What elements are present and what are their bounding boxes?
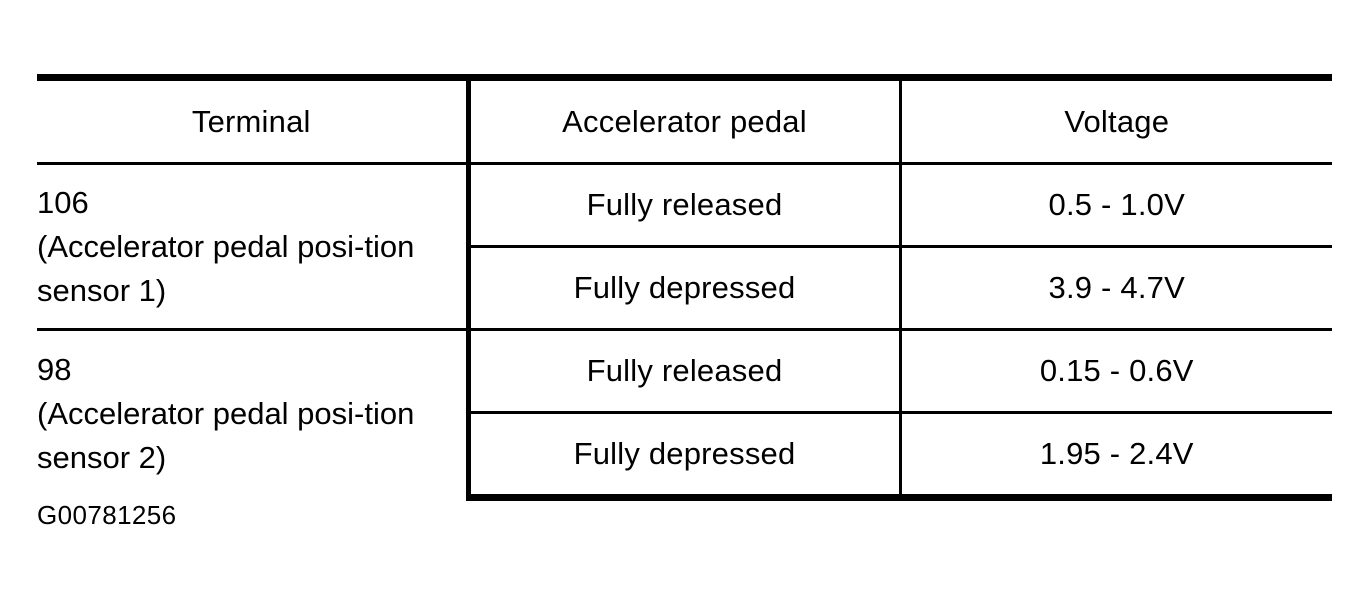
table-row: Fully depressed 1.95 - 2.4V — [37, 411, 1332, 501]
voltage-value-cell: 3.9 - 4.7V — [900, 245, 1332, 330]
table-header-row: Terminal Accelerator pedal Voltage — [37, 74, 1332, 164]
terminal-description: (Accelerator pedal posi-tion sensor 1) — [37, 228, 415, 308]
table-row: 106 (Accelerator pedal posi-tion sensor … — [37, 162, 1332, 330]
terminal-description: (Accelerator pedal posi-tion sensor 2) — [37, 396, 415, 476]
pedal-state-cell: Fully depressed — [468, 245, 902, 330]
pedal-state-cell: Fully depressed — [468, 411, 902, 501]
figure-caption: G00781256 — [37, 500, 177, 530]
pedal-state-cell: Fully released — [468, 162, 902, 247]
terminal-cell-106: 106 (Accelerator pedal posi-tion sensor … — [37, 162, 471, 330]
column-header-accelerator-pedal: Accelerator pedal — [468, 74, 902, 164]
column-header-terminal: Terminal — [37, 74, 471, 164]
voltage-value-cell: 1.95 - 2.4V — [900, 411, 1332, 501]
voltage-value-cell: 0.15 - 0.6V — [900, 328, 1332, 413]
table-row: 98 (Accelerator pedal posi-tion sensor 2… — [37, 328, 1332, 498]
terminal-cell-98: 98 (Accelerator pedal posi-tion sensor 2… — [37, 328, 471, 498]
terminal-number: 106 — [37, 184, 89, 220]
terminal-number: 98 — [37, 352, 72, 388]
table-row: Fully depressed 3.9 - 4.7V — [37, 245, 1332, 330]
voltage-value-cell: 0.5 - 1.0V — [900, 162, 1332, 247]
column-header-voltage: Voltage — [900, 74, 1332, 164]
accelerator-pedal-voltage-table: Terminal Accelerator pedal Voltage 106 (… — [37, 74, 1332, 501]
pedal-state-cell: Fully released — [468, 328, 902, 413]
